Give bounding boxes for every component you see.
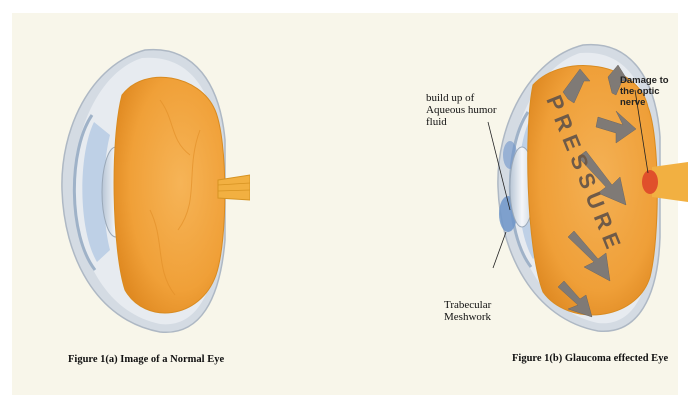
optic-nerve-label: Damage to the optic nerve (620, 75, 680, 108)
figure-a-caption: Figure 1(a) Image of a Normal Eye (68, 354, 224, 365)
figure-b-caption: Figure 1(b) Glaucoma effected Eye (512, 353, 668, 364)
aqueous-humor-label: build up of Aqueous humor fluid (426, 92, 506, 128)
trabecular-meshwork-label: Trabecular Meshwork (444, 299, 514, 323)
